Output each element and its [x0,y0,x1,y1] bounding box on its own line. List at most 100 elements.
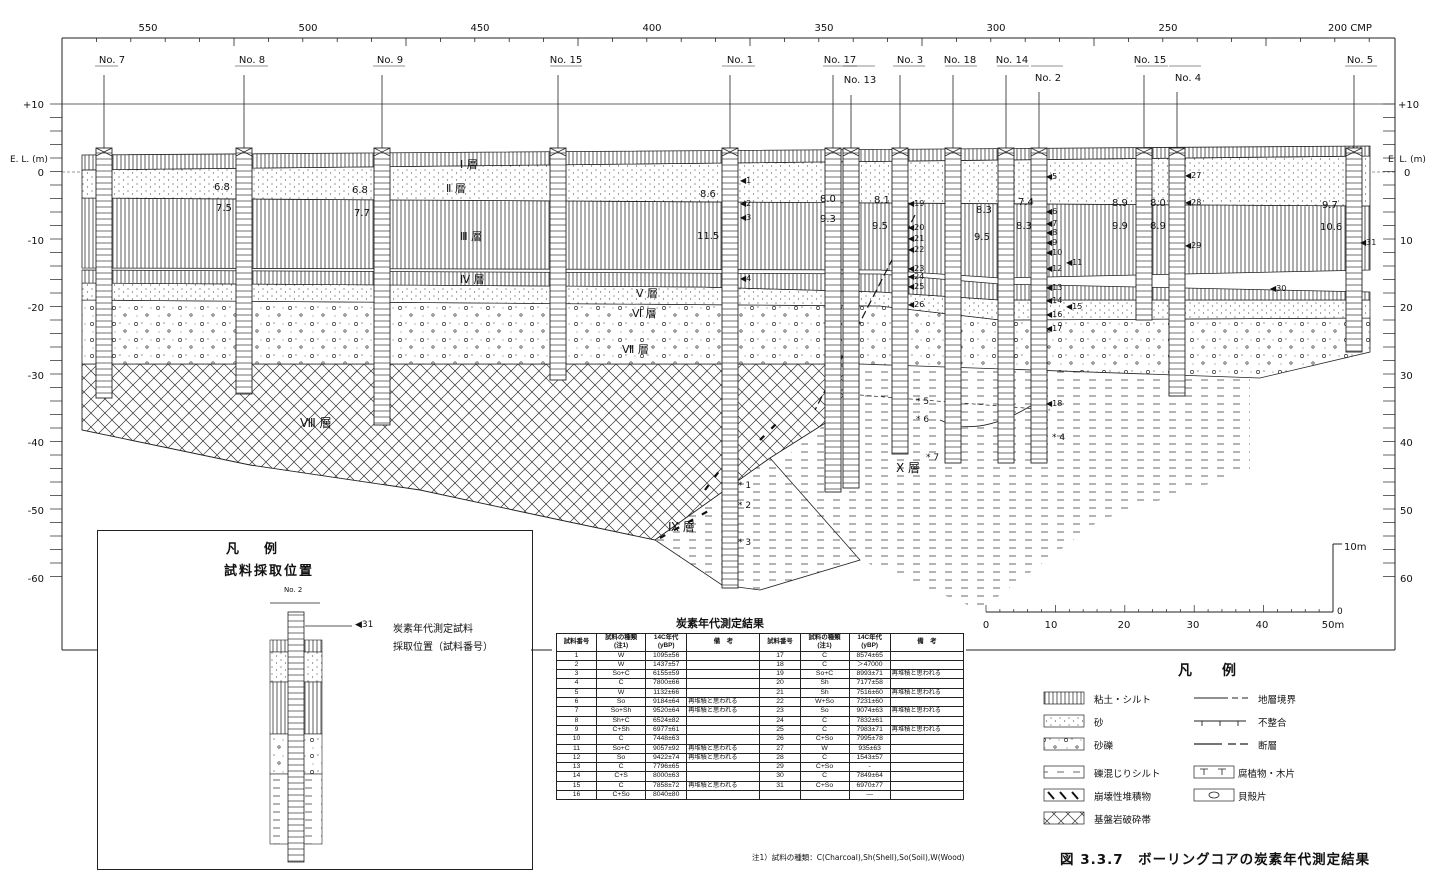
layer-label: Ⅴ 層 [636,287,658,300]
elevation-axis-left: E. L. (m) +10 0 -10 -20 -30 -40 -50 -60 [10,100,1395,585]
el-tick: +10 [23,100,44,111]
svg-text:* 5: * 5 [916,397,929,407]
table-cell: 7448±63 [645,734,688,745]
results-table: 試料番号試料の種類(注1)14C年代(yBP)備 考試料番号試料の種類(注1)1… [555,633,965,801]
borehole-label: No. 4 [1175,73,1201,84]
table-cell: Sh [799,687,850,699]
table-cell: 6970±77 [848,780,891,792]
legend-swatches [1043,691,1248,825]
table-cell: 9184±64 [645,697,688,708]
table-cell: 再堆積と思われる [889,687,965,699]
top-axis-label: 500 [298,23,317,34]
table-cell: 9520±64 [645,706,688,717]
svg-text:◀30: ◀30 [1270,284,1286,293]
table-cell [889,715,965,726]
top-axis-label: 450 [470,23,489,34]
table-cell: 20 [759,678,801,689]
borehole-column [373,75,391,426]
svg-text:◀6: ◀6 [1046,207,1057,216]
svg-text:◀14: ◀14 [1046,296,1062,305]
table-cell: 27 [759,743,801,754]
svg-text:7.5: 7.5 [216,203,232,214]
layer-label: Ⅵ 層 [632,307,657,320]
table-cell: 13 [555,762,598,773]
legend-item: 砂礫 [1094,741,1114,752]
svg-text:◀31: ◀31 [1360,238,1376,247]
table-cell: 28 [759,752,801,764]
table-cell: 7231±60 [848,697,891,708]
table-cell: C+So [596,790,647,801]
table-cell: 1543±57 [848,752,891,764]
table-cell: W [596,687,647,699]
svg-text:◀4: ◀4 [740,274,751,283]
svg-text:◀22: ◀22 [908,245,924,254]
table-cell: 3 [555,669,598,680]
top-axis-label: 350 [814,23,833,34]
table-cell: 再堆積と思われる [686,743,761,754]
table-cell: Sh [799,678,850,689]
layer-label: Ⅰ 層 [460,158,478,171]
svg-text:0: 0 [983,620,989,631]
borehole-column [1168,92,1186,397]
table-cell: 7177±58 [848,678,891,689]
table-cell: 31 [759,780,801,792]
table-cell: W+So [799,697,850,708]
table-cell: 1 [555,650,598,661]
legend-item: 崩壊性堆積物 [1094,792,1152,803]
svg-text:◀29: ◀29 [1185,241,1201,250]
table-cell: 7800±66 [645,678,688,689]
top-axis-label: 250 [1158,23,1177,34]
el-tick: +10 [1398,100,1419,111]
table-cell: 14 [555,771,598,782]
table-cell: 7849±64 [848,771,891,782]
borehole-label: No. 15 [1134,55,1167,66]
table-cell: ＞47000 [848,659,891,671]
legend-line-item: 断層 [1258,741,1278,752]
table-cell: 7832±61 [848,715,891,726]
table-header-cell: 14C年代(yBP) [645,633,688,652]
svg-text:◀7: ◀7 [1046,219,1057,228]
table-cell: 9422±74 [645,752,688,764]
borehole-column [891,75,909,455]
table-cell: 17 [759,650,801,661]
sample-position-legend-box [97,530,533,870]
svg-text:9.3: 9.3 [820,214,836,225]
table-cell: 8000±63 [645,771,688,782]
horizontal-scale: 0 10 20 30 40 50m [983,605,1344,631]
svg-text:◀3: ◀3 [740,213,751,222]
layer-label: Ⅱ 層 [446,182,466,195]
borehole-label: No. 8 [239,55,265,66]
table-cell: 7796±65 [645,762,688,773]
table-cell: So+C [799,669,850,680]
table-cell [889,650,965,661]
table-cell: 11 [555,743,598,754]
svg-text:◀11: ◀11 [1066,258,1082,267]
table-cell: - [848,762,891,773]
svg-text:◀15: ◀15 [1066,302,1082,311]
table-cell [686,659,761,671]
table-cell: C [596,780,647,792]
table-cell: 22 [759,697,801,708]
table-cell: W [799,743,850,754]
table-cell: C+So [799,762,850,773]
table-cell: 2 [555,659,598,671]
table-cell: 8 [555,715,598,726]
svg-text:8.3: 8.3 [1016,221,1032,232]
svg-text:◀2: ◀2 [740,199,751,208]
table-cell: C+So [799,780,850,792]
svg-text:◀16: ◀16 [1046,310,1062,319]
table-cell [686,771,761,782]
svg-text:◀1: ◀1 [740,176,751,185]
results-table-title: 炭素年代測定結果 [676,617,764,630]
el-tick: 0 [1404,168,1410,179]
table-cell: C [799,771,850,782]
table-cell [686,650,761,661]
